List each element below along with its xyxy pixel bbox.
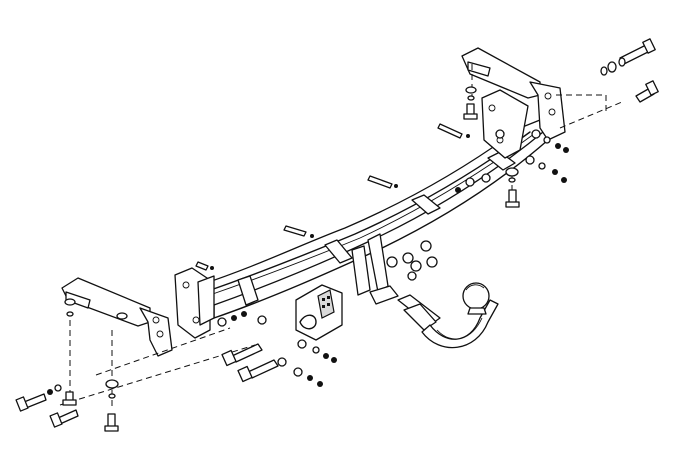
tow-ball-neck (351, 233, 499, 349)
left-mounting-bracket (61, 267, 215, 357)
bolt (104, 413, 119, 432)
bolt (463, 103, 478, 120)
bolt (49, 409, 79, 428)
bolt-set (15, 38, 659, 432)
bolt (237, 359, 279, 383)
bolt (619, 38, 656, 65)
bolt (437, 123, 470, 139)
bolt (221, 343, 263, 367)
bolt (505, 189, 520, 208)
bolt (15, 393, 47, 412)
bolt (195, 261, 214, 271)
bolt (367, 175, 398, 189)
right-mounting-bracket (461, 47, 566, 159)
bolt (283, 225, 314, 238)
bolt (635, 80, 659, 103)
bolt (62, 391, 77, 406)
socket-plate (295, 284, 343, 341)
